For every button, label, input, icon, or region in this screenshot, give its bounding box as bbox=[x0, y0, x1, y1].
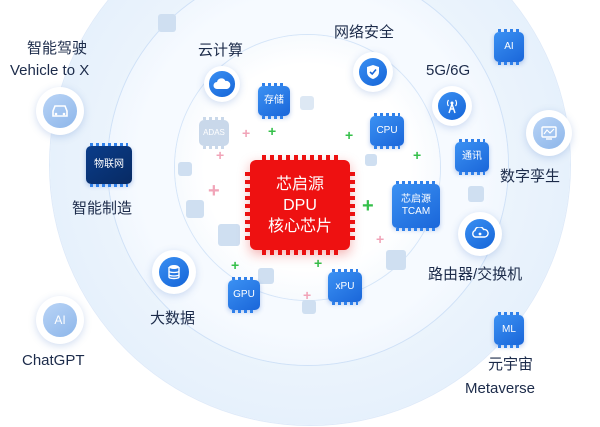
plus-icon: + bbox=[303, 287, 312, 303]
storage-chip: 存储 bbox=[258, 83, 290, 119]
dpu-core-chip: 芯启源 DPU 核心芯片 bbox=[250, 160, 350, 250]
center-chip-pins-top bbox=[262, 155, 340, 160]
plus-icon: + bbox=[231, 257, 240, 273]
center-chip-pins-left bbox=[245, 170, 250, 240]
label-metaverse-cn: 元宇宙 bbox=[488, 356, 534, 373]
label-intelligent-driving: 智能驾驶 bbox=[27, 40, 88, 57]
decor-square bbox=[300, 96, 314, 110]
cpu-chip: CPU bbox=[370, 113, 404, 149]
decor-square bbox=[468, 186, 484, 202]
label-chatgpt: ChatGPT bbox=[22, 352, 85, 369]
plus-icon: + bbox=[208, 180, 220, 202]
car-icon-circle bbox=[36, 87, 84, 135]
shield-icon bbox=[359, 58, 387, 86]
decor-square bbox=[258, 268, 274, 284]
xpu-chip-label: xPU bbox=[335, 281, 355, 292]
ai-icon: AI bbox=[43, 303, 77, 337]
center-chip-pins-right bbox=[350, 170, 355, 240]
cloud-icon-circle bbox=[204, 66, 240, 102]
ai-circle-label: AI bbox=[54, 313, 66, 327]
digital-twin-icon-circle bbox=[526, 110, 572, 156]
ml-chip: ML bbox=[494, 312, 524, 348]
label-intelligent-manufacturing: 智能制造 bbox=[72, 200, 133, 217]
database-icon bbox=[158, 256, 190, 288]
comm-chip-label: 通讯 bbox=[462, 151, 482, 162]
ml-chip-label: ML bbox=[502, 324, 516, 335]
antenna-icon-circle bbox=[432, 86, 472, 126]
center-chip-line1: 芯启源 bbox=[275, 175, 324, 193]
decor-square bbox=[218, 224, 240, 246]
cloud-network-icon bbox=[464, 218, 496, 250]
iot-chip: 物联网 bbox=[86, 143, 132, 187]
storage-chip-label: 存储 bbox=[264, 95, 284, 106]
label-big-data: 大数据 bbox=[150, 310, 196, 327]
decor-square bbox=[186, 200, 204, 218]
tcam-chip: 芯启源 TCAM bbox=[392, 181, 440, 231]
adas-chip: ADAS bbox=[199, 117, 229, 149]
label-vehicle-to-x: Vehicle to X bbox=[10, 62, 90, 79]
tcam-line1: 芯启源 bbox=[401, 194, 431, 205]
ai-chip-label: AI bbox=[504, 41, 514, 52]
cloud-icon bbox=[209, 71, 235, 97]
plus-icon: + bbox=[314, 255, 323, 271]
plus-icon: + bbox=[242, 125, 251, 141]
plus-icon: + bbox=[345, 127, 354, 143]
label-router-switch: 路由器/交换机 bbox=[428, 266, 523, 283]
plus-icon: + bbox=[413, 147, 422, 163]
ai-icon-circle: AI bbox=[36, 296, 84, 344]
decor-square bbox=[302, 300, 316, 314]
adas-chip-label: ADAS bbox=[203, 128, 225, 137]
iot-chip-label: 物联网 bbox=[94, 159, 124, 170]
cloud-network-icon-circle bbox=[458, 212, 502, 256]
shield-icon-circle bbox=[353, 52, 393, 92]
decor-square bbox=[386, 250, 406, 270]
tcam-chip-label: 芯启源 TCAM bbox=[401, 194, 431, 218]
xpu-chip: xPU bbox=[328, 269, 362, 305]
center-chip-pins-bottom bbox=[262, 250, 340, 255]
plus-icon: + bbox=[216, 147, 225, 163]
digital-twin-icon bbox=[532, 116, 566, 150]
antenna-icon bbox=[438, 92, 466, 120]
label-cloud-computing: 云计算 bbox=[198, 42, 244, 59]
label-network-security: 网络安全 bbox=[334, 24, 395, 41]
label-5g-6g: 5G/6G bbox=[426, 62, 471, 79]
decor-square bbox=[365, 154, 377, 166]
gpu-chip: GPU bbox=[228, 277, 260, 313]
label-digital-twin: 数字孪生 bbox=[500, 168, 561, 185]
cpu-chip-label: CPU bbox=[376, 125, 398, 136]
plus-icon: + bbox=[362, 195, 374, 217]
plus-icon: + bbox=[268, 123, 277, 139]
tcam-line2: TCAM bbox=[401, 206, 431, 217]
comm-chip: 通讯 bbox=[455, 139, 489, 175]
gpu-chip-label: GPU bbox=[233, 289, 255, 300]
center-chip-line3: 核心芯片 bbox=[267, 217, 332, 235]
center-chip-line2: DPU bbox=[283, 196, 317, 214]
car-icon bbox=[43, 94, 77, 128]
ai-chip: AI bbox=[494, 29, 524, 65]
plus-icon: + bbox=[376, 231, 385, 247]
decor-square bbox=[178, 162, 192, 176]
decor-square bbox=[158, 14, 176, 32]
label-metaverse-en: Metaverse bbox=[465, 380, 536, 397]
database-icon-circle bbox=[152, 250, 196, 294]
